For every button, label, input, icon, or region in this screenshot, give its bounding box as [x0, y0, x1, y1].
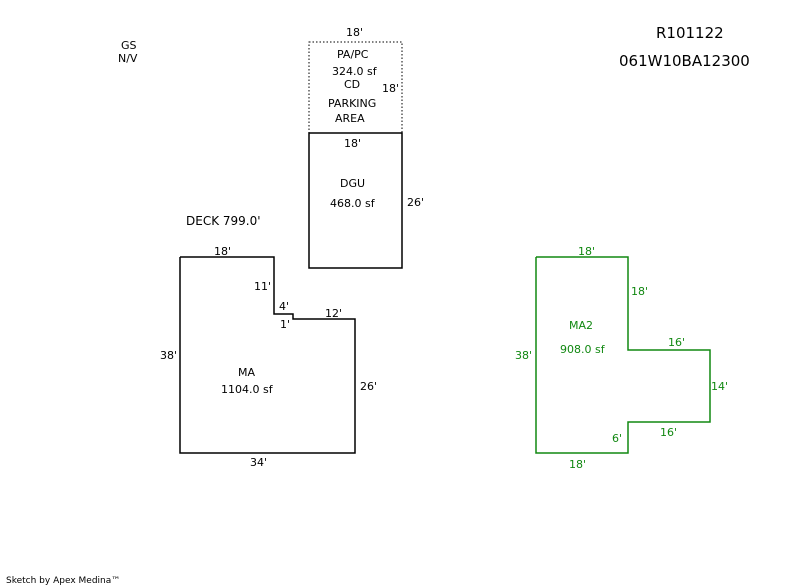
ma-notch-right-dim: 4' [279, 300, 289, 313]
dgu-outline [308, 132, 403, 269]
pa-pc-top-dim: 18' [346, 26, 363, 39]
ma2-right-upper-dim: 18' [631, 285, 648, 298]
pa-pc-area: 324.0 sf [332, 65, 378, 78]
ma-top-dim: 18' [214, 245, 231, 258]
ma-name: MA [238, 366, 255, 379]
ma-bottom-dim: 34' [250, 456, 267, 469]
ma2-top-dim: 18' [578, 245, 595, 258]
ma-right-top-dim: 12' [325, 307, 342, 320]
ma-right-dim: 26' [360, 380, 377, 393]
parcel-id: R101122 [656, 24, 724, 42]
ma2-step-dim: 6' [612, 432, 622, 445]
pa-pc-name: PA/PC [337, 48, 369, 61]
ma2-ext-right-dim: 14' [711, 380, 728, 393]
pa-pc-desc-line1: PARKING [328, 97, 376, 110]
ma-notch-step-dim: 1' [280, 318, 290, 331]
ma-area: 1104.0 sf [221, 383, 274, 396]
dgu-area: 468.0 sf [330, 197, 376, 210]
ma-outline [179, 256, 356, 454]
ma2-ext-bottom-dim: 16' [660, 426, 677, 439]
ma-notch-down-dim: 11' [254, 280, 271, 293]
dgu-top-dim: 18' [344, 137, 361, 150]
dgu-name: DGU [340, 177, 365, 190]
map-number: 061W10BA12300 [619, 52, 750, 70]
pa-pc-side-dim: 18' [382, 82, 399, 95]
pa-pc-outline [308, 41, 403, 134]
ma-left-dim: 38' [160, 349, 177, 362]
gs-label: GS [121, 39, 137, 52]
ma2-left-dim: 38' [515, 349, 532, 362]
pa-pc-desc-line2: AREA [335, 112, 365, 125]
nv-label: N/V [118, 52, 138, 65]
ma2-area: 908.0 sf [560, 343, 606, 356]
dgu-side-dim: 26' [407, 196, 424, 209]
ma2-bottom-dim: 18' [569, 458, 586, 471]
deck-label: DECK 799.0' [186, 214, 261, 228]
ma2-ext-top-dim: 16' [668, 336, 685, 349]
ma2-name: MA2 [569, 319, 593, 332]
sketch-credit: Sketch by Apex Medina™ [6, 576, 120, 586]
ma2-outline [535, 256, 711, 454]
pa-pc-code: CD [344, 78, 360, 91]
